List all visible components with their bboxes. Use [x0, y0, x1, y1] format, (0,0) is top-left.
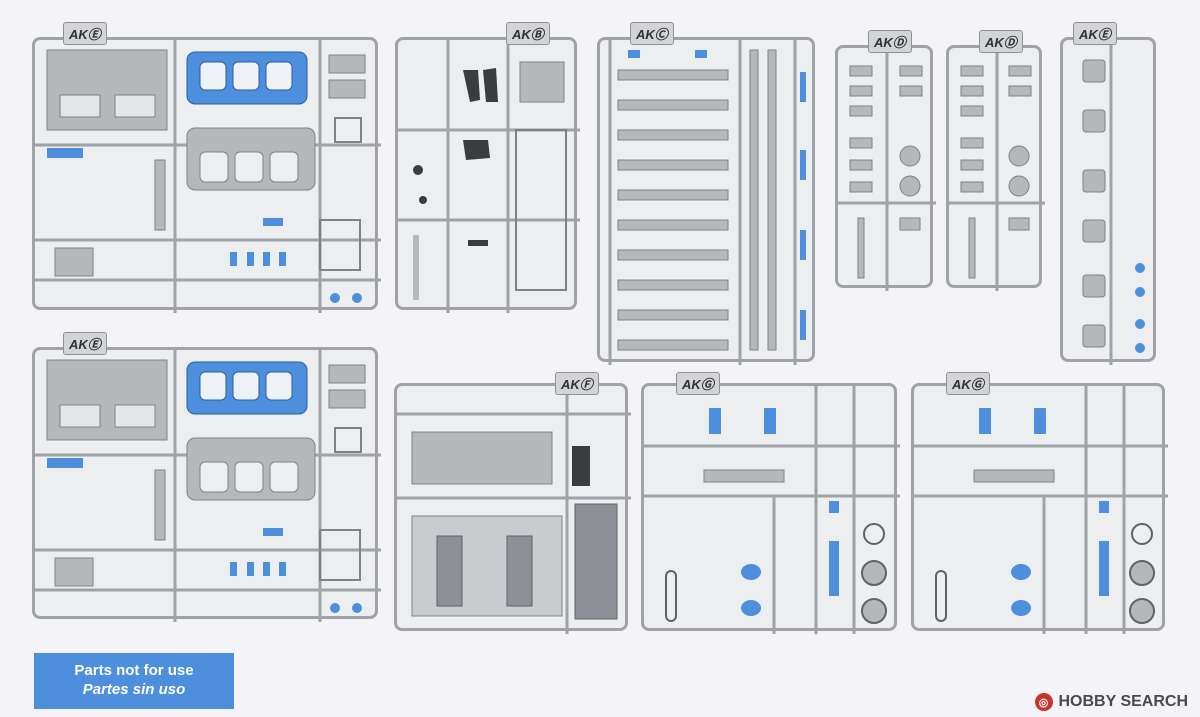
sprue-f: AKⒻ [394, 372, 631, 634]
sprue-a-bottom: AKⒺ [32, 332, 381, 622]
legend-spanish: Partes sin uso [82, 681, 186, 698]
sprue-label: AKⒺ [63, 22, 107, 45]
sprue-e: AKⒺ [1060, 22, 1156, 365]
sprue-d-right-parts [949, 48, 1045, 291]
sprue-a-bottom-parts [35, 350, 381, 622]
hobby-search-logo-icon: ◎ [1034, 693, 1053, 711]
sprue-g-right-parts [914, 386, 1168, 634]
sprue-g-left-parts [644, 386, 900, 634]
sprue-a-top-parts [35, 40, 381, 313]
sprue-b: AKⒷ [395, 22, 580, 313]
sprue-label: AKⒼ [676, 372, 720, 395]
sprue-label: AKⒺ [63, 332, 107, 355]
sprue-label: AKⒹ [979, 30, 1023, 53]
sprue-a-top: AKⒺ [32, 22, 381, 313]
sprue-b-parts [398, 40, 580, 313]
sprue-d-right: AKⒹ [946, 30, 1045, 291]
sprue-e-parts [1082, 40, 1145, 365]
parts-not-for-use-legend: Parts not for use Partes sin uso [34, 653, 234, 709]
hobby-search-watermark: ◎ HOBBY SEARCH [1034, 693, 1189, 711]
sprue-c-parts [608, 40, 806, 365]
sprue-label: AKⒹ [868, 30, 912, 53]
sprue-label: AKⒺ [1073, 22, 1117, 45]
sprue-c: AKⒸ [597, 22, 815, 365]
sprue-label: AKⒷ [506, 22, 550, 45]
sprue-f-parts [397, 386, 631, 634]
sprue-d-left-parts [838, 48, 936, 291]
sprue-g-left: AKⒼ [641, 372, 900, 634]
sprue-d-left: AKⒹ [835, 30, 936, 291]
sprue-label: AKⒼ [946, 372, 990, 395]
legend-english: Parts not for use [74, 662, 194, 679]
sprue-label: AKⒻ [555, 372, 599, 395]
sprue-label: AKⒸ [630, 22, 674, 45]
watermark-text: HOBBY SEARCH [1058, 693, 1189, 710]
sprue-g-right: AKⒼ [911, 372, 1168, 634]
